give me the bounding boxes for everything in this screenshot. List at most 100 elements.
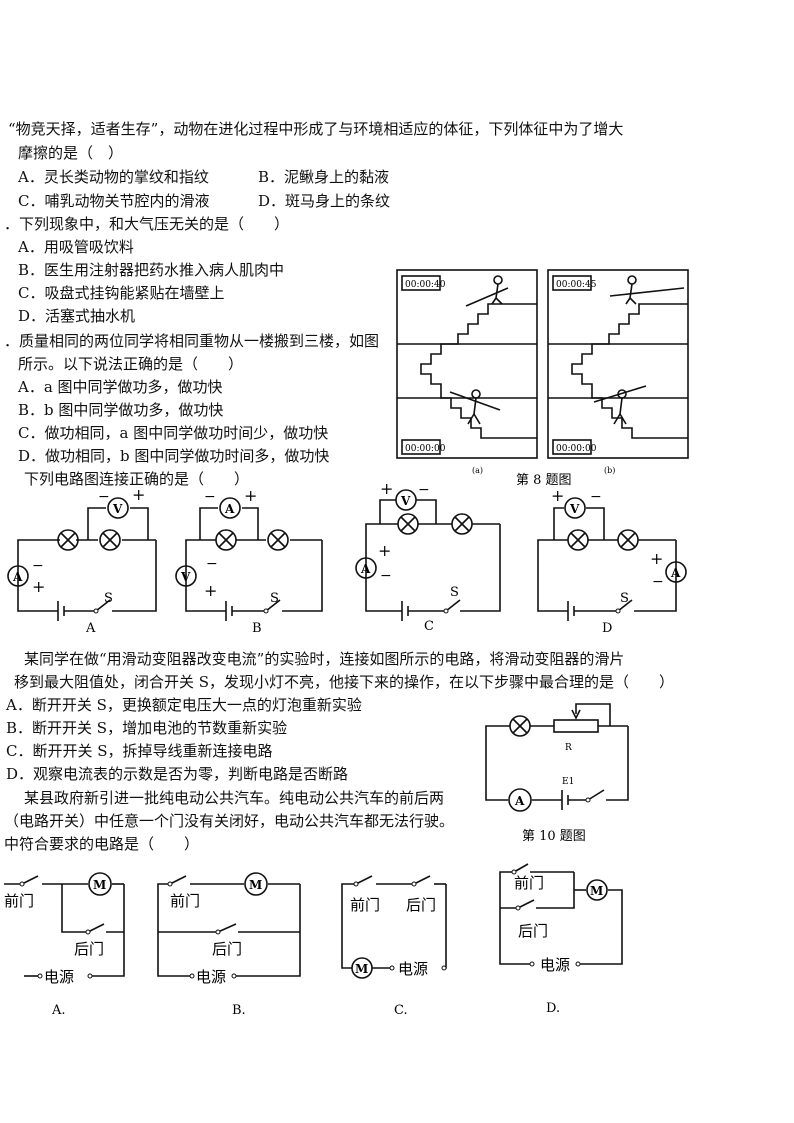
circuit-a-plus: + [132,485,145,504]
figure-10-e: E1 [562,777,574,787]
door-c-power: 电源 [398,960,428,978]
q7-stem-line1: “物竞天择，适者生存”，动物在进化过程中形成了与环境相适应的体征，下列体征中为了… [8,120,624,138]
q11-option-d: D．观察电流表的示数是否为零，判断电路是否断路 [6,765,349,783]
door-d-motor: M [590,884,603,898]
door-c-motor: M [355,962,368,976]
figure-8-caption: 第 8 题图 [516,473,572,488]
door-b-back: 后门 [212,940,242,958]
q10-stem: 下列电路图连接正确的是（ ） [24,470,250,488]
figure-10: A R E1 第 10 题图 [485,703,629,844]
circuit-d-plus: + [551,486,564,505]
q8-stem: ．下列现象中，和大气压无关的是（ ） [4,215,290,233]
q12-stem-line2: （电路开关）中任意一个门没有关闭好，电动公共汽车都无法行驶。 [4,812,455,830]
q7-option-d: D．斑马身上的条纹 [258,192,391,210]
q11-option-b: B．断开开关 S，增加电池的节数重新实验 [6,719,288,737]
circuit-d-label: D [602,621,612,636]
timer-b-bottom: 00:00:00 [556,444,597,454]
circuit-d-voltmeter: V [569,502,580,516]
circuit-d-switch: S [620,591,629,606]
circuit-b [175,497,323,621]
circuit-b-label: B [252,621,262,636]
circuit-d-ammeter: A [670,566,681,580]
circuit-a-minus: − [98,489,110,505]
door-b-power: 电源 [196,968,226,986]
q7-stem-line2: 摩擦的是（ ） [18,144,124,162]
door-d-label: D. [546,1001,560,1016]
door-d-front: 前门 [514,874,544,892]
circuit-b-plus: + [244,486,257,505]
circuit-c-label: C [424,619,434,634]
figure-8: 00:00:40 00:00:00 00:00:45 00:00:00 (a) … [396,269,689,488]
door-a-label: A. [51,1003,66,1018]
q12-circuits: M 前门 后门 电源 A. M 前门 后门 电源 B. M 前门 [4,863,623,1018]
door-a-back: 后门 [74,940,104,958]
circuit-c-minus2: − [380,568,392,584]
q12-stem-line1: 某县政府新引进一批纯电动公共汽车。纯电动公共汽车的前后两 [24,789,445,807]
circuit-d [537,497,687,621]
circuit-d-plus2: + [650,549,663,568]
q11-stem-line2: 移到最大阻值处，闭合开关 S，发现小灯不亮，他接下来的操作，在以下步骤中最合理的… [14,673,675,691]
door-d-back: 后门 [518,922,548,940]
circuit-d-minus: − [590,489,602,505]
circuit-c-minus: − [418,482,430,498]
door-a-power: 电源 [44,968,74,986]
door-circuit-b [157,872,301,979]
q11-stem-line1: 某同学在做“用滑动变阻器改变电流”的实验时，连接如图所示的电路，将滑动变阻器的滑… [24,650,625,668]
circuit-a-minus2: − [32,558,44,574]
circuit-a-voltmeter: V [112,502,123,516]
door-circuit-c [341,875,447,979]
timer-a-bottom: 00:00:00 [405,444,446,454]
timer-b-top: 00:00:45 [556,280,597,290]
door-b-label: B. [232,1003,246,1018]
figure-8-label-b: (b) [604,466,615,475]
circuit-c-ammeter: A [360,562,371,576]
circuit-a [7,497,157,621]
door-c-back: 后门 [406,896,436,914]
circuit-d-minus2: − [652,574,664,590]
q9-stem-line1: ．质量相同的两位同学将相同重物从一楼搬到三楼，如图 [4,332,380,350]
q9-option-c: C．做功相同，a 图中同学做功时间少，做功快 [18,424,329,442]
door-b-motor: M [249,878,262,892]
door-b-front: 前门 [170,892,200,910]
q9-stem-line2: 所示。以下说法正确的是（ ） [18,355,244,373]
door-a-front: 前门 [4,892,34,910]
circuit-a-ammeter: A [12,570,23,584]
circuit-b-plus2: + [204,581,217,600]
q9-option-a: A．a 图中同学做功多，做功快 [18,378,223,396]
circuit-c-switch: S [450,585,459,600]
q7-option-b: B．泥鳅身上的黏液 [258,168,390,186]
q10-circuits: V A − + − + S A A V − + − + S B [7,479,687,636]
circuit-b-ammeter: A [224,502,235,516]
figure-10-ammeter: A [514,794,525,808]
circuit-c-voltmeter: V [400,494,411,508]
door-a-motor: M [93,878,106,892]
circuit-b-voltmeter: V [180,570,191,584]
circuit-b-minus2: − [206,556,218,572]
door-circuit-a [4,872,125,979]
door-d-power: 电源 [540,956,570,974]
circuit-b-switch: S [270,591,279,606]
q9-option-b: B．b 图中同学做功多，做功快 [18,401,224,419]
q7-option-c: C．哺乳动物关节腔内的滑液 [18,192,210,210]
q8-option-a: A．用吸管吸饮料 [18,238,134,256]
q8-option-d: D．活塞式抽水机 [18,307,136,325]
figure-8-label-a: (a) [472,466,483,475]
circuit-a-switch: S [104,591,113,606]
q9-option-d: D．做功相同，b 图中同学做功时间多，做功快 [18,447,330,465]
q11-option-a: A．断开开关 S，更换额定电压大一点的灯泡重新实验 [6,696,362,714]
q8-option-b: B．医生用注射器把药水推入病人肌肉中 [18,261,285,279]
timer-a-top: 00:00:40 [405,280,446,290]
figure-10-caption: 第 10 题图 [522,829,586,844]
circuit-b-minus: − [204,489,216,505]
circuit-c-plus: + [380,479,393,498]
circuit-a-plus2: + [32,577,45,596]
circuit-c-plus2: + [378,541,391,560]
q11-option-c: C．断开开关 S，拆掉导线重新连接电路 [6,742,273,760]
q7-option-a: A．灵长类动物的掌纹和指纹 [18,168,209,186]
door-c-label: C. [394,1003,408,1018]
door-circuit-d [499,863,623,967]
q8-option-c: C．吸盘式挂钩能紧贴在墙壁上 [18,284,225,302]
door-c-front: 前门 [350,896,380,914]
circuit-a-label: A [85,621,96,636]
figure-10-r: R [565,743,572,753]
